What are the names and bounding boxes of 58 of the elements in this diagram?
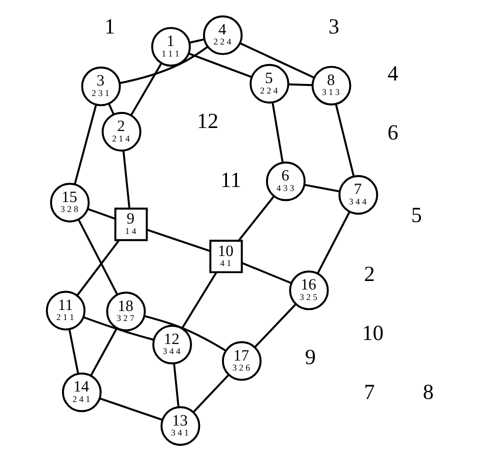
node-circle: 16 3 2 5 [289,270,329,310]
connector [304,184,340,192]
label: 3 [328,14,340,38]
node-circle: 17 3 2 6 [222,341,262,381]
connector [74,104,98,184]
connector [68,328,80,374]
label: 12 [196,108,218,133]
connector [76,240,120,296]
label: 4 [388,62,398,86]
connector [88,208,116,220]
node-circle: 13 3 4 1 [160,406,200,446]
connector [90,328,118,376]
connector [272,102,284,163]
connector [254,303,297,348]
connector [240,42,315,79]
label: 2 [364,262,375,286]
connector [173,363,180,408]
connector [108,103,115,115]
node-circle: 5 2 2 4 [250,64,290,104]
label: 10 [362,321,384,346]
node-box: 9 1 4 [114,208,148,242]
node-circle: 11 2 1 1 [46,290,86,330]
connector [120,46,208,84]
label: 5 [411,203,422,228]
connector [130,62,162,116]
label: 8 [422,380,434,404]
node-circle: 14 2 4 1 [62,372,102,412]
label: 1 [104,14,116,38]
connector [192,374,230,413]
node-circle: 1 1 1 1 [151,26,191,67]
node-circle: 2 2 1 4 [102,112,142,152]
node-circle: 3 2 3 1 [81,66,121,106]
node-circle: 8 3 1 3 [312,66,352,106]
node-circle: 4 2 2 4 [202,15,243,56]
connector [122,150,130,209]
connector [288,83,313,86]
connector [316,212,350,274]
node-circle: 18 3 2 7 [106,292,146,332]
label: 7 [364,380,375,404]
node-circle: 6 4 3 3 [266,161,306,202]
connector [334,104,355,177]
connector [181,272,218,329]
connector [78,219,118,296]
connector [83,316,154,341]
node-circle: 7 3 4 4 [338,175,378,215]
connector [99,398,163,421]
connector [242,262,292,284]
label: 11 [220,168,242,192]
connector [144,315,226,352]
label: 6 [388,120,398,145]
connector [146,228,211,252]
label: 9 [304,344,316,369]
node-circle: 12 3 4 4 [152,324,192,364]
node-circle: 15 3 2 8 [50,182,90,222]
connector [189,38,205,44]
node-box: 10 4 1 [209,240,243,274]
connector [188,52,252,78]
connector [238,196,275,242]
